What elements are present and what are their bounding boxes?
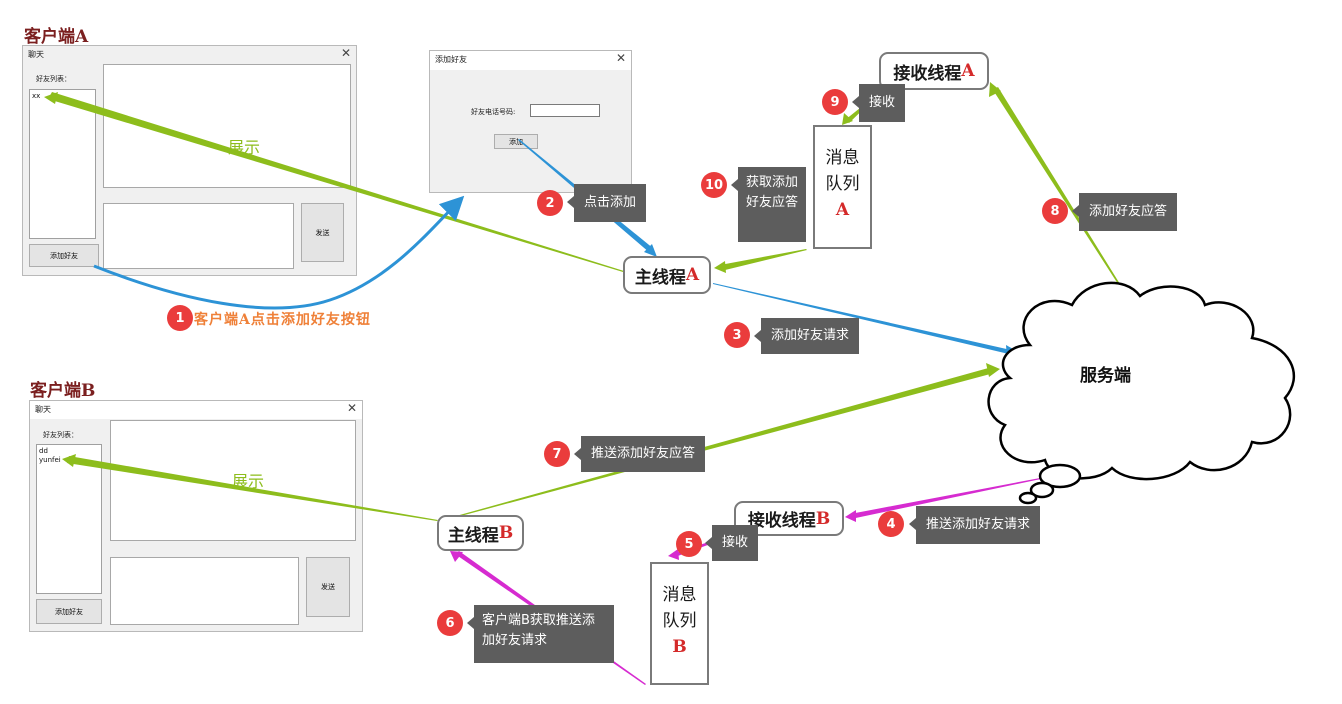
step-9-badge: 9 bbox=[822, 89, 848, 115]
step-8-note: 添加好友应答 bbox=[1071, 193, 1178, 231]
step-2-note: 点击添加 bbox=[566, 184, 647, 222]
arrow-recv-a-head bbox=[842, 113, 853, 125]
step-1-badge: 1 bbox=[167, 305, 193, 331]
arrow-request bbox=[713, 283, 1013, 355]
arrow-push-reply bbox=[456, 367, 994, 517]
main-thread-b-label: 主线程 bbox=[447, 525, 499, 546]
add-friend-dialog: 添加好友 ✕ 好友电话号码: 添加 bbox=[429, 50, 632, 193]
main-thread-a-label: 主线程 bbox=[634, 267, 686, 288]
close-icon[interactable]: ✕ bbox=[346, 401, 357, 415]
phone-input[interactable] bbox=[530, 104, 600, 117]
show-label-a: 展示 bbox=[228, 138, 261, 157]
queue-a-line2: 队列 bbox=[825, 174, 860, 194]
main-thread-b-letter: B bbox=[498, 523, 514, 543]
step-6-note: 客户端B获取推送添加好友请求 bbox=[467, 605, 614, 663]
step-10-note: 获取添加好友应答 bbox=[731, 167, 806, 242]
step-5-badge: 5 bbox=[676, 531, 702, 557]
step-10-badge: 10 bbox=[701, 172, 727, 198]
arrow-fetch-b-head bbox=[450, 551, 463, 562]
message-queue-a: 消息 队列 A bbox=[813, 125, 872, 249]
arrow-reply-head bbox=[989, 82, 1001, 97]
arrow-queue-a-main-head bbox=[714, 261, 726, 273]
friend-list-label: 好友列表： bbox=[36, 75, 71, 83]
step-7-badge: 7 bbox=[544, 441, 570, 467]
client-b-chat-window: 聊天 ✕ 好友列表： dd yunfei 添加好友 发送 bbox=[29, 400, 363, 632]
step-6-badge: 6 bbox=[437, 610, 463, 636]
add-friend-button[interactable]: 添加好友 bbox=[36, 599, 102, 624]
receive-thread-a-letter: A bbox=[961, 61, 975, 81]
window-title: 聊天 bbox=[35, 405, 51, 414]
queue-b-line2: 队列 bbox=[662, 611, 697, 631]
queue-a-letter: A bbox=[835, 200, 850, 220]
queue-b-letter: B bbox=[672, 637, 687, 657]
step-4-badge: 4 bbox=[878, 511, 904, 537]
send-button[interactable]: 发送 bbox=[301, 203, 344, 262]
client-a-chat-window: 聊天 ✕ 好友列表： xx 添加好友 发送 bbox=[22, 45, 357, 276]
receive-thread-a-label: 接收线程 bbox=[893, 63, 962, 84]
cloud-bubble-large bbox=[1038, 463, 1082, 489]
step-7-note: 推送添加好友应答 bbox=[573, 436, 706, 472]
friend-list[interactable]: dd yunfei bbox=[36, 444, 102, 594]
add-button[interactable]: 添加 bbox=[494, 134, 538, 149]
step-9-note: 接收 bbox=[851, 84, 906, 122]
cloud-bubble-small bbox=[1018, 491, 1038, 505]
add-friend-button[interactable]: 添加好友 bbox=[29, 244, 99, 267]
message-history-pane bbox=[103, 64, 351, 188]
step-1-caption: 客户端A点击添加好友按钮 bbox=[194, 312, 371, 328]
friend-list-label: 好友列表： bbox=[43, 431, 78, 439]
step-3-note: 添加好友请求 bbox=[753, 318, 860, 354]
friend-list[interactable]: xx bbox=[29, 89, 96, 239]
list-item[interactable]: xx bbox=[32, 92, 41, 100]
step-5-note: 接收 bbox=[704, 525, 759, 561]
server-cloud bbox=[987, 281, 1296, 481]
close-icon[interactable]: ✕ bbox=[340, 46, 351, 60]
client-b-title: 客户端B bbox=[30, 381, 96, 401]
arrow-push-request-head bbox=[845, 510, 856, 522]
dialog-title-bar bbox=[430, 51, 631, 70]
server-label: 服务端 bbox=[1080, 366, 1131, 386]
window-title-bar bbox=[30, 401, 362, 419]
list-item[interactable]: dd bbox=[39, 447, 48, 455]
message-input[interactable] bbox=[110, 557, 299, 625]
cloud-bubble-mid bbox=[1029, 481, 1055, 499]
client-a-title: 客户端A bbox=[24, 27, 89, 47]
window-title: 聊天 bbox=[28, 50, 44, 59]
send-button[interactable]: 发送 bbox=[306, 557, 350, 617]
close-icon[interactable]: ✕ bbox=[615, 51, 626, 65]
step-2-badge: 2 bbox=[537, 190, 563, 216]
message-queue-b: 消息 队列 B bbox=[650, 562, 709, 685]
phone-label: 好友电话号码: bbox=[471, 108, 516, 116]
arrow-push-reply-head bbox=[986, 363, 1000, 377]
arrow-request-head bbox=[1006, 345, 1020, 359]
queue-a-line1: 消息 bbox=[825, 148, 860, 168]
main-thread-a-letter: A bbox=[685, 265, 700, 285]
receive-thread-b-letter: B bbox=[815, 508, 831, 529]
queue-b-line1: 消息 bbox=[662, 585, 697, 605]
arrow-queue-a-main bbox=[720, 249, 807, 271]
message-input[interactable] bbox=[103, 203, 294, 269]
step-3-badge: 3 bbox=[724, 322, 750, 348]
dialog-title: 添加好友 bbox=[435, 55, 467, 64]
step-8-badge: 8 bbox=[1042, 198, 1068, 224]
list-item[interactable]: yunfei bbox=[39, 456, 61, 464]
step-4-note: 推送添加好友请求 bbox=[908, 506, 1041, 544]
show-label-b: 展示 bbox=[232, 472, 265, 491]
